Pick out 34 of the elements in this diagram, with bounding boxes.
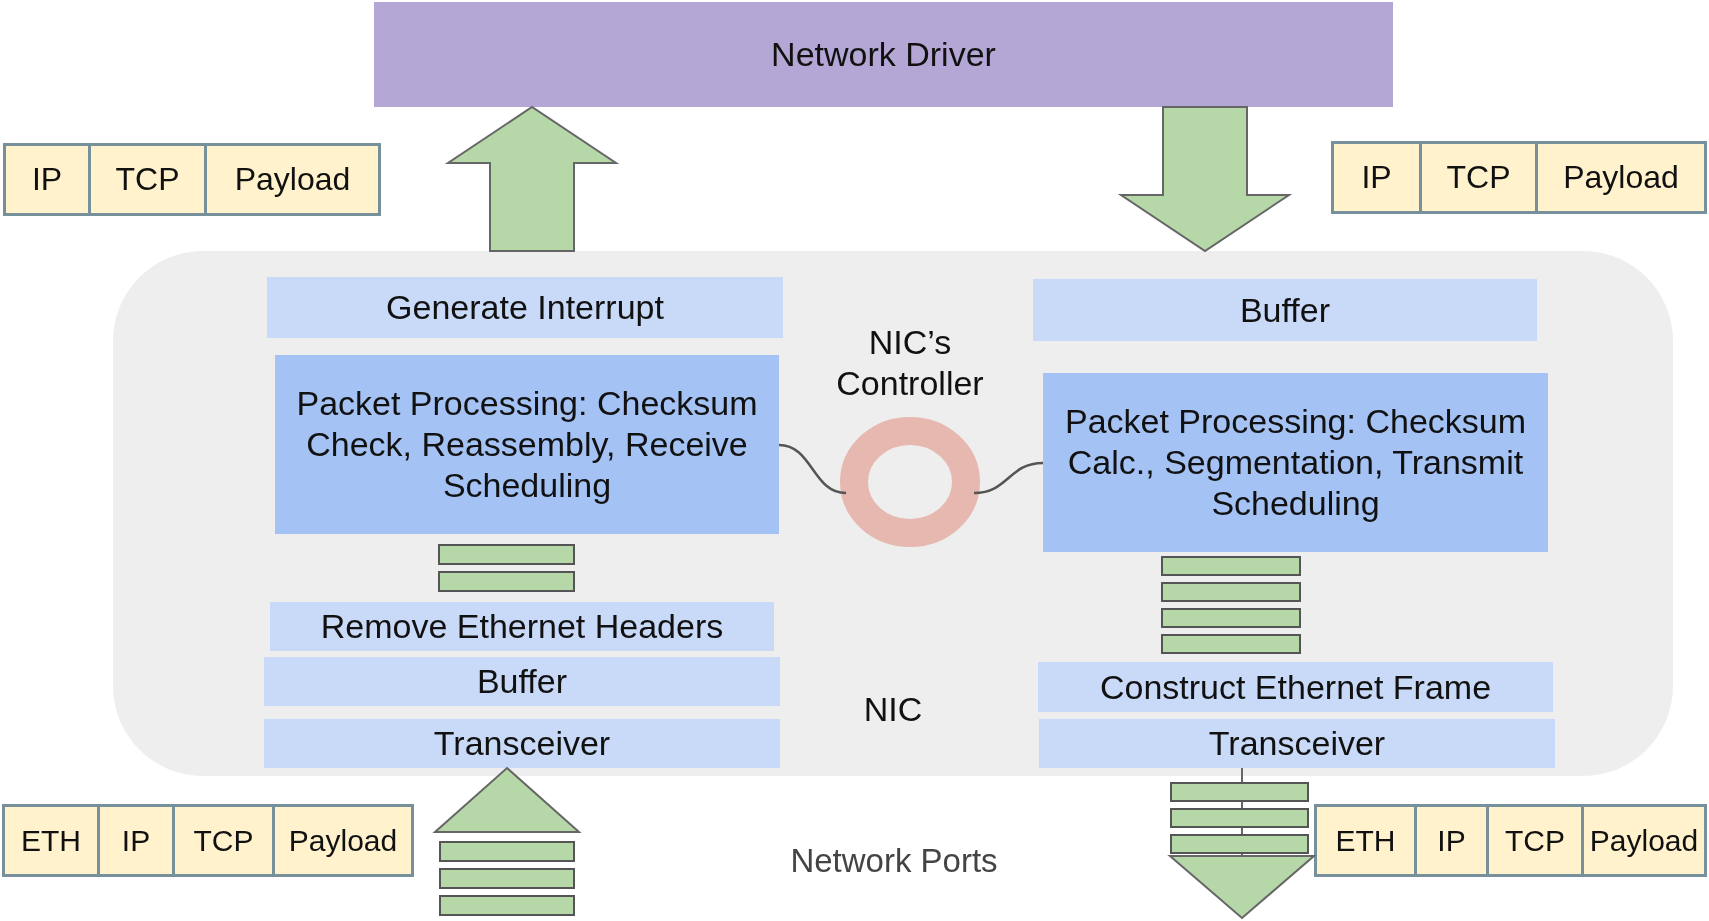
header-field: Payload [1535,141,1707,214]
block-arrow [432,766,582,834]
processing-box: Packet Processing: Checksum Calc., Segmentation, Transmit Scheduling [1043,373,1548,552]
caption-text: Network Ports [789,841,999,882]
stage-box: Buffer [1033,279,1537,341]
stage-box: Buffer [264,657,780,706]
stage-box: Transceiver [1039,719,1555,768]
driver-bar: Network Driver [374,2,1393,107]
processing-box: Packet Processing: Checksum Check, Reassembly, Receive Scheduling [275,355,779,534]
header-field: Payload [272,804,414,877]
stage-box: Construct Ethernet Frame [1038,662,1553,712]
header-field: IP [1331,141,1422,214]
connector-line [778,443,847,495]
header-field: Payload [1581,804,1707,877]
block-arrow [1167,767,1317,920]
header-field: ETH [2,804,100,877]
controller-label: NIC’s Controller [835,322,985,404]
stage-box: Transceiver [264,719,780,768]
block-arrow [1117,106,1293,253]
header-field: TCP [172,804,275,877]
header-field: Payload [204,143,381,216]
panel-label: NIC [862,689,924,730]
stage-box: Generate Interrupt [267,277,783,338]
header-field: IP [3,143,91,216]
nic-panel [113,251,1673,776]
header-field: TCP [1486,804,1584,877]
header-field: ETH [1314,804,1417,877]
header-field: IP [97,804,175,877]
stage-box: Remove Ethernet Headers [270,602,774,651]
block-arrow [444,105,620,252]
header-field: TCP [88,143,207,216]
header-field: TCP [1419,141,1538,214]
header-field: IP [1414,804,1489,877]
connector-line [973,461,1044,495]
